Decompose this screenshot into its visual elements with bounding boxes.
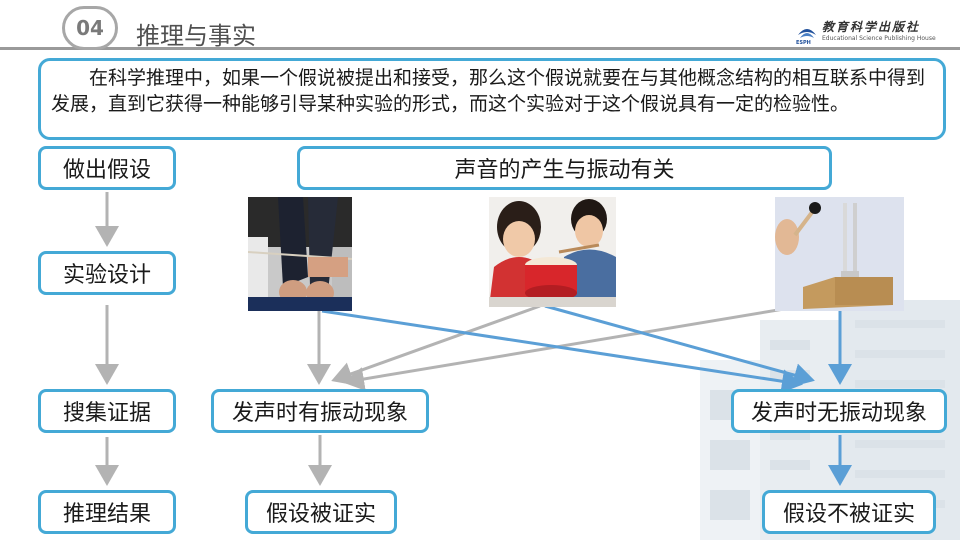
- publisher-logo: 教育科学出版社 Educational Science Publishing H…: [796, 14, 946, 46]
- step-collect: 搜集证据: [38, 389, 176, 433]
- publisher-name-en: Educational Science Publishing House: [822, 35, 936, 42]
- drum-experiment-photo: [489, 197, 616, 307]
- conclusion-confirmed: 假设被证实: [245, 490, 397, 534]
- tuning-fork-experiment-photo: [775, 197, 904, 311]
- intro-text: 在科学推理中，如果一个假说被提出和接受，那么这个假说就要在与其他概念结构的相互联…: [51, 67, 926, 115]
- hypothesis-statement: 声音的产生与振动有关: [297, 146, 832, 190]
- step-result: 推理结果: [38, 490, 176, 534]
- arrow-photo2-to-present: [331, 304, 541, 386]
- drum-experiment-image: [489, 197, 616, 307]
- rubber-band-experiment-photo: [248, 197, 352, 311]
- header-divider: [0, 47, 960, 50]
- publisher-abbr: ESPH: [796, 40, 811, 46]
- intro-box: 在科学推理中，如果一个假说被提出和接受，那么这个假说就要在与其他概念结构的相互联…: [38, 58, 946, 140]
- publisher-name-cn: 教育科学出版社: [822, 20, 921, 34]
- arrow-photo2-to-absent: [544, 304, 815, 387]
- section-number-badge: 04: [62, 6, 118, 50]
- publisher-emblem-icon: [798, 29, 816, 38]
- arrow-photo1-to-absent: [321, 309, 803, 394]
- outcome-vibration-absent: 发声时无振动现象: [731, 389, 947, 433]
- section-title: 推理与事实: [136, 22, 256, 50]
- step-design: 实验设计: [38, 251, 176, 295]
- rubber-band-experiment-image: [248, 197, 352, 311]
- outcome-vibration-present: 发声时有振动现象: [211, 389, 429, 433]
- step-hypothesis: 做出假设: [38, 146, 176, 190]
- arrow-photo3-to-present: [343, 306, 791, 391]
- section-number: 04: [76, 16, 104, 40]
- tuning-fork-experiment-image: [775, 197, 904, 311]
- conclusion-not-confirmed: 假设不被证实: [762, 490, 936, 534]
